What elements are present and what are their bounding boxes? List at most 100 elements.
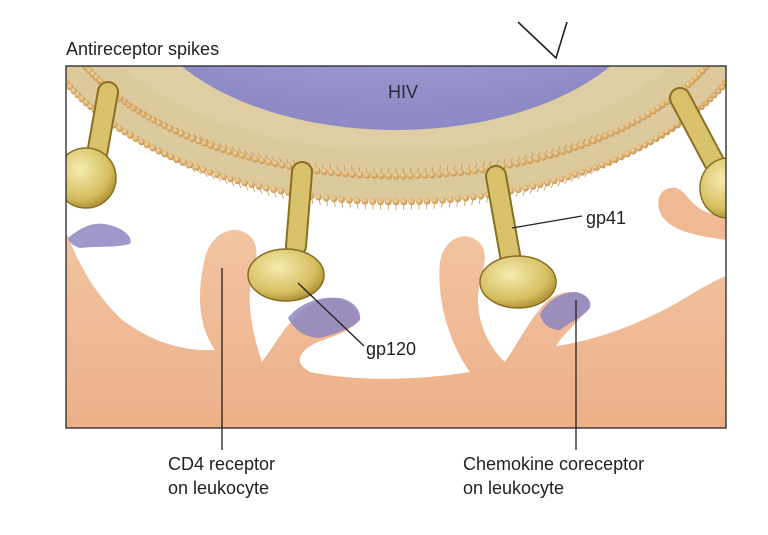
lipid-head [408,198,415,205]
lipid-head [717,45,724,52]
lipid-head [520,159,527,166]
lipid-tail [750,31,758,33]
lipid-tail [725,38,733,40]
chemokine-label-line1: Chemokine coreceptor [463,452,644,476]
lipid-tail [729,31,737,33]
lipid-head [263,185,270,192]
lipid-head [431,197,438,204]
lipid-head [726,75,733,82]
lipid-head [270,186,277,193]
lipid-head [579,169,586,176]
lipid-tail [734,62,741,65]
lipid-head [565,173,572,180]
lipid-head [248,181,255,188]
lipid-head [342,170,349,177]
lipid-head [578,142,585,149]
lipid-tail [48,15,56,16]
lipid-head [443,170,450,177]
lipid-head [29,23,36,30]
lipid-head [227,175,234,182]
lipid-head [763,0,768,2]
lipid-head [346,197,353,204]
lipid-head [49,1,56,8]
lipid-head [749,41,756,48]
lipid-head [763,0,768,7]
lipid-head [385,173,392,180]
hiv-label: HIV [388,80,418,104]
lipid-tail [742,49,750,51]
lipid-tail [740,53,748,56]
lipid-tail [36,35,44,37]
lipid-head [429,172,436,179]
lipid-tail [738,7,746,8]
lipid-head [439,197,446,204]
lipid-tail [46,7,54,8]
lipid-head [400,173,407,180]
lipid-head [220,146,227,153]
lipid-tail [718,49,725,52]
lipid-head [200,166,207,173]
spike-knob-gp120 [248,249,324,301]
lipid-head [761,9,768,16]
lipid-tail [50,19,58,21]
lipid-head [478,193,485,200]
lipid-head [26,14,33,21]
lipid-head [331,195,338,202]
lipid-head [364,172,371,179]
lipid-tail [51,23,59,25]
lipid-head [585,166,592,173]
lipid-head [732,67,739,74]
lipid-head [414,172,421,179]
lipid-head [245,154,252,161]
chemokine-coreceptor-label: Chemokine coreceptor on leukocyte [463,452,644,500]
lipid-head [530,183,537,190]
lipid-head [462,195,469,202]
lipid-head [479,166,486,173]
lipid-head [736,1,743,8]
lipid-head [724,33,731,40]
spike-knob-gp120 [480,256,556,308]
lipid-head [506,162,513,169]
lipid-head [703,64,710,71]
lipid-tail [28,12,36,13]
lipid-tail [736,15,744,16]
lipid-tail [757,8,765,9]
lipid-head [572,144,579,151]
lipid-head [540,154,547,161]
lipid-head [349,171,356,178]
lipid-head [712,53,719,60]
lipid-head [722,37,729,44]
lipid-head [728,25,735,32]
lipid-tail [723,42,731,45]
lipid-head [25,9,32,16]
lipid-head [759,14,766,21]
lipid-tail [56,70,63,73]
lipid-head [709,56,716,63]
lipid-tail [53,66,60,69]
lipid-head [232,150,239,157]
lipid-head [447,196,454,203]
lipid-head [719,41,726,48]
lipid-head [155,148,162,155]
lipid-head [24,4,31,11]
lipid-head [393,173,400,180]
lipid-tail [45,53,53,56]
lipid-head [32,32,39,39]
spike-knob-gp120 [700,158,756,218]
lipid-head [34,36,41,43]
lipid-tail [50,62,57,65]
lipid-head [259,157,266,164]
lipid-tail [47,57,54,60]
lipid-tail [758,3,766,4]
gp41-label: gp41 [586,206,626,230]
lipid-head [544,179,551,186]
lipid-head [515,186,522,193]
lipid-head [187,162,194,169]
lipid-head [56,21,63,28]
lipid-head [756,23,763,30]
lipid-head [566,146,573,153]
lipid-head [551,177,558,184]
lipid-head [726,29,733,36]
lipid-head [729,71,736,78]
